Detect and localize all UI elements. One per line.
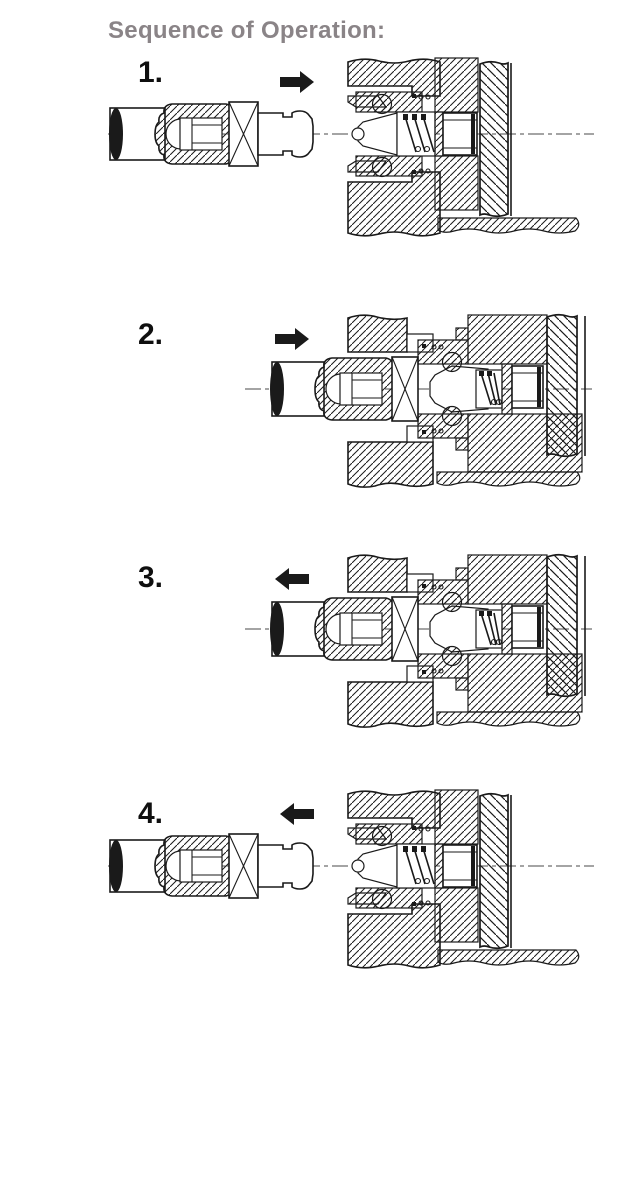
mounting-sheet [436,471,581,487]
panel-wall [479,792,509,950]
valve-poppet [429,365,489,413]
coupling-cross-section-coupled [245,313,592,488]
socket-closed [347,57,580,237]
sequence-step-4: 4. [0,782,640,987]
socket-engaged [347,313,586,488]
socket-engaged [347,553,586,728]
mounting-sheet [437,949,580,966]
panel-wall [479,60,509,218]
mounting-sheet [436,711,581,727]
step-number: 3. [138,561,164,594]
male-plug [270,596,419,662]
sequence-step-3: 3. [0,542,640,747]
detent-balls [441,591,463,667]
panel-wall [546,313,578,458]
coupling-cross-section-apart [108,789,594,969]
valve-spring [403,114,435,153]
page-title: Sequence of Operation: [108,17,386,45]
step-number: 2. [138,318,164,351]
coupling-cross-section-coupled [245,553,592,728]
detent-balls [371,93,393,178]
valve-spring [403,846,435,885]
male-plug [270,356,419,422]
sequence-step-1: 1. [0,50,640,255]
male-plug [109,833,314,899]
coupling-cross-section-apart [108,57,594,237]
male-plug [109,101,314,167]
mounting-sheet [437,217,580,234]
valve-poppet [429,605,489,653]
detent-balls [441,351,463,427]
arrow-right-icon [275,328,309,350]
panel-wall [546,553,578,698]
step-number: 1. [138,56,164,89]
step-number: 4. [138,797,164,830]
arrow-left-icon [275,568,309,590]
socket-closed [347,789,580,969]
arrow-right-icon [280,71,314,93]
sequence-step-2: 2. [0,302,640,507]
detent-balls [371,825,393,910]
arrow-left-icon [280,803,314,825]
